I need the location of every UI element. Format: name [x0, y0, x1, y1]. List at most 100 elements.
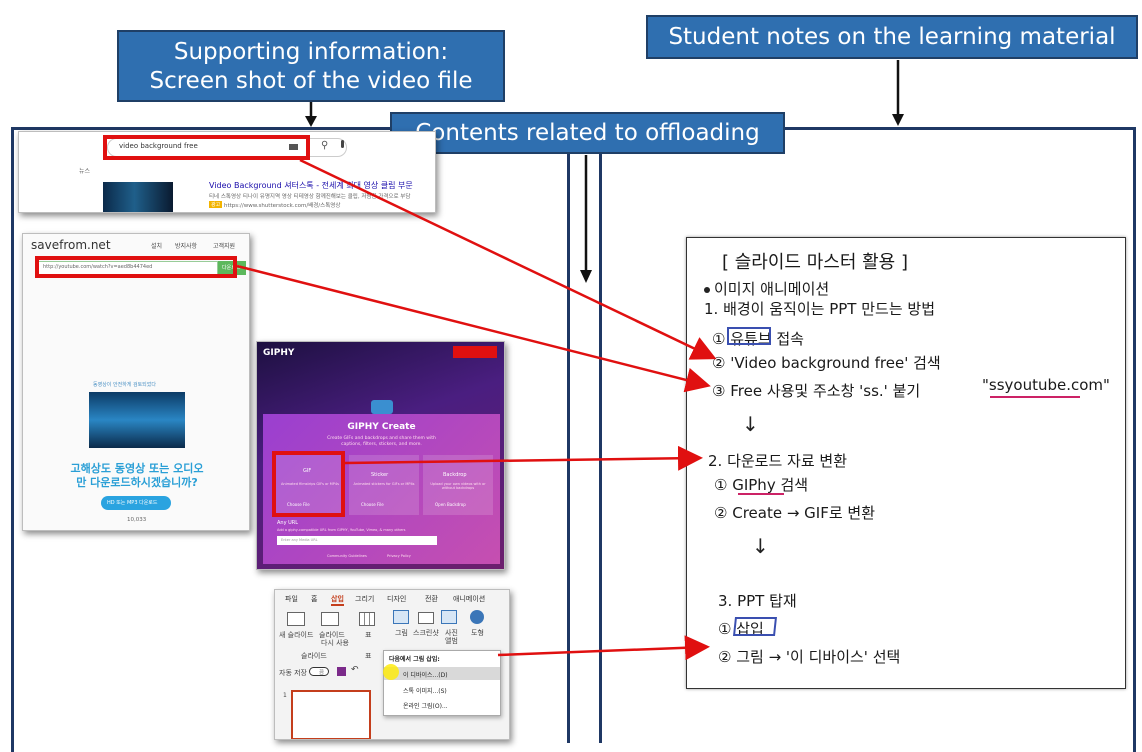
ad-badge: 광고: [209, 201, 223, 208]
giphy-card-gif: [275, 455, 345, 515]
savefrom-count: 10,033: [127, 517, 147, 523]
giphy-mascot-icon: [371, 400, 393, 414]
giphy-card-sticker-desc: Animated stickers for GIFs or MP4s: [353, 482, 415, 486]
notes-url-underline: [990, 396, 1080, 398]
ppt-menu-item-online: 온라인 그림(O)...: [403, 703, 448, 710]
reuse-slide-icon: [321, 612, 339, 626]
result-thumbnail: [103, 182, 173, 212]
ppt-tab-home: 홈: [311, 595, 318, 603]
savefrom-hd-button-label: HD 또는 MP3 다운로드: [107, 500, 158, 506]
ppt-tab-file: 파일: [285, 595, 298, 603]
ppt-insert-menu: [383, 650, 501, 716]
savefrom-caption: 동영상이 안전하게 검토되었다: [93, 382, 156, 388]
search-icon: ⚲: [321, 140, 329, 151]
search-query: video background free: [119, 142, 198, 150]
notes-step-3: ③ Free 사용및 주소창 'ss.' 붙기: [712, 382, 921, 400]
ppt-group-slides: 슬라이드: [301, 652, 327, 660]
giphy-card-sticker-button: Choose File: [361, 502, 384, 507]
ppt-slide-thumbnail: [291, 690, 371, 739]
savefrom-url-highlight: [35, 256, 237, 278]
ppt-album-line1: 사진: [445, 629, 458, 637]
ppt-table-label: 표: [365, 631, 372, 639]
ppt-tab-draw: 그리기: [355, 595, 375, 603]
notes-step-3-1: ① 삽입: [718, 620, 764, 638]
offloading-label: Contents related to offloading: [415, 120, 760, 146]
giphy-logo: GIPHY: [263, 348, 295, 358]
ppt-shapes-label: 도형: [471, 629, 484, 637]
ppt-menu-item-stock: 스톡 이미지...(S): [403, 688, 447, 695]
savefrom-nav-support: 고객지원: [213, 243, 236, 250]
notes-step-2: ② 'Video background free' 검색: [712, 354, 941, 372]
giphy-screenshot: GIPHY GIPHY Create Create GIFs and backd…: [256, 341, 505, 570]
notes-item-3: 3. PPT 탑재: [718, 592, 797, 610]
savefrom-url-value: http://youtube.com/watch?v=aed8b4474ed: [43, 264, 153, 270]
notes-page: [686, 237, 1126, 689]
ppt-tab-transitions: 전환: [425, 595, 438, 603]
giphy-card-gif-desc: Animated filmstrips GIFs or MP4s: [281, 482, 339, 486]
savefrom-logo: savefrom.net: [31, 238, 111, 252]
screenshot-icon: [418, 612, 434, 624]
notes-down-arrow-2: ↓: [752, 534, 769, 558]
ppt-autosave-state: 끔: [319, 670, 325, 676]
right-panel-divider: [599, 127, 602, 743]
red-arrow-giphy-to-item2: [344, 445, 703, 471]
giphy-red-tag: [453, 346, 497, 358]
left-panel-divider: [567, 127, 570, 743]
ppt-reuse-line1: 슬라이드: [319, 631, 345, 639]
student-notes-callout: Student notes on the learning material: [646, 15, 1138, 59]
giphy-card-backdrop-button: Open Backdrop: [435, 502, 466, 507]
notes-down-arrow-1: ↓: [742, 412, 759, 436]
result-title: Video Background 셔터스톡 - 전세계 최대 영상 클립 부문: [209, 181, 413, 190]
savefrom-download-label: 다운로드: [222, 265, 241, 271]
giphy-create-sub2: captions, filters, stickers, and more.: [341, 442, 422, 447]
giphy-any-url-label: Any URL: [277, 520, 299, 526]
supporting-info-line2: Screen shot of the video file: [149, 68, 473, 94]
giphy-card-sticker-title: Sticker: [371, 472, 389, 478]
ppt-tab-insert: 삽입: [331, 594, 344, 606]
ppt-new-slide-label: 새 슬라이드: [279, 631, 314, 639]
savefrom-ocean-image: [89, 392, 185, 448]
arrow-offloading-head: [580, 270, 592, 283]
ppt-screenshot: 파일 홈 삽입 그리기 디자인 전환 애니메이션 새 슬라이드 슬라이드 다시 …: [274, 589, 510, 740]
notes-step-2-2: ② Create → GIF로 변환: [714, 504, 876, 522]
giphy-url-placeholder: Enter any Media URL: [281, 538, 318, 542]
giphy-card-backdrop-desc: Upload your own videos with or without b…: [430, 482, 486, 490]
ppt-album-line2: 앨범: [445, 637, 458, 645]
search-results-screenshot: video background free ⚲ 뉴스 Video Backgro…: [18, 131, 436, 213]
undo-icon: ↶: [351, 665, 359, 675]
giphy-any-url-sub: Add a giphy-compatible URL from GIPHY, Y…: [277, 528, 406, 532]
keyboard-icon: [289, 144, 298, 150]
notes-step-1-box: [727, 327, 771, 345]
giphy-card-gif-title: GIF: [303, 468, 312, 474]
notes-step-3-url: "ssyoutube.com": [982, 376, 1110, 394]
supporting-info-callout: Supporting information: Screen shot of t…: [117, 30, 505, 102]
red-arrow-ppt-to-step3-2: [497, 635, 710, 661]
giphy-footer-privacy: Privacy Policy: [387, 554, 411, 558]
ppt-picture-label: 그림: [395, 629, 408, 637]
giphy-card-gif-button: Choose File: [287, 502, 310, 507]
notes-step-2-1: ① GIPhy 검색: [714, 476, 809, 494]
arrow-notes-head: [892, 114, 904, 126]
arrow-supporting-head: [305, 116, 317, 127]
ppt-group-table: 표: [365, 652, 372, 660]
giphy-card-backdrop: [423, 455, 493, 515]
savefrom-headline-2: 만 다운로드하시겠습니까?: [76, 476, 198, 489]
giphy-card-backdrop-title: Backdrop: [443, 472, 467, 478]
ppt-autosave-toggle: [309, 667, 329, 676]
table-icon: [359, 612, 375, 626]
save-icon: [337, 667, 346, 676]
sidebar-news-label: 뉴스: [79, 168, 91, 175]
ppt-slide-number: 1: [283, 692, 287, 699]
ppt-reuse-line2: 다시 사용: [321, 639, 349, 647]
red-arrow-savefrom-to-step3: [236, 264, 711, 393]
mic-icon: [341, 140, 344, 148]
notes-item-2: 2. 다운로드 자료 변환: [708, 452, 848, 470]
savefrom-hd-button: [101, 496, 171, 510]
shapes-icon: [470, 610, 484, 624]
notes-item-1: 1. 배경이 움직이는 PPT 만드는 방법: [704, 300, 936, 318]
ppt-tab-design: 디자인: [387, 595, 407, 603]
giphy-url-input: [277, 536, 437, 545]
savefrom-nav-rules: 방지사항: [175, 243, 198, 250]
ppt-screenshot-label: 스크린샷: [413, 629, 439, 637]
